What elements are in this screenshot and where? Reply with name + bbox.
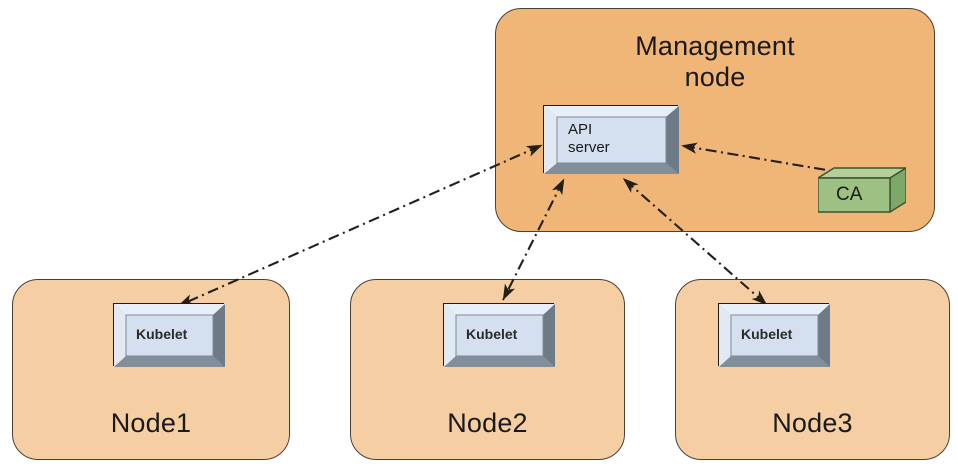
management-node-label: Management node <box>635 31 795 93</box>
certificate-authority-box[interactable]: CA <box>818 166 906 216</box>
kubelet-bevel-facets <box>114 304 225 367</box>
api-server-bevel-facets <box>544 106 679 174</box>
ca-cuboid-facets <box>818 167 906 213</box>
api-server-box[interactable]: API server <box>543 105 679 174</box>
api-server-label: API server <box>568 121 610 156</box>
node3-kubelet-box[interactable]: Kubelet <box>718 303 830 367</box>
node3-label: Node3 <box>772 407 853 438</box>
kubelet-bevel-facets <box>719 304 830 367</box>
node2-kubelet-label: Kubelet <box>466 326 518 342</box>
node1-label: Node1 <box>110 407 192 438</box>
kubelet-bevel-facets <box>444 304 555 367</box>
node3-kubelet-label: Kubelet <box>741 326 793 342</box>
node1-kubelet-box[interactable]: Kubelet <box>113 303 225 367</box>
node2-kubelet-box[interactable]: Kubelet <box>443 303 555 367</box>
node1-kubelet-label: Kubelet <box>136 326 188 342</box>
ca-label: CA <box>836 184 863 205</box>
node2-label: Node2 <box>447 407 528 438</box>
